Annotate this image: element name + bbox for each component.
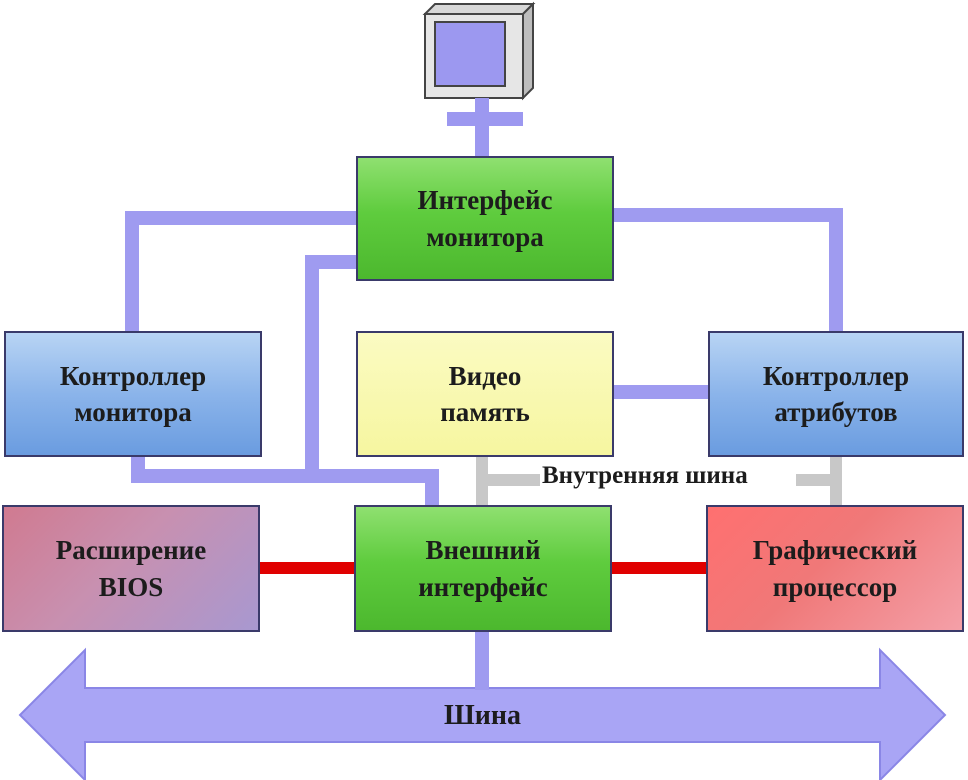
video-memory-block: Видео память <box>356 331 614 457</box>
monitor-interface-line1: Интерфейс <box>417 185 553 216</box>
attribute-controller-block: Контроллер атрибутов <box>708 331 964 457</box>
bios-extension-line1: Расширение <box>55 535 207 566</box>
bios-extension-block: Расширение BIOS <box>2 505 260 632</box>
video-memory-line2: память <box>440 397 530 427</box>
attribute-controller-line1: Контроллер <box>762 360 910 391</box>
monitor-controller-line2: монитора <box>74 397 192 427</box>
graphics-processor-line1: Графический <box>752 535 918 566</box>
internal-bus <box>476 455 842 507</box>
internal-bus-label: Внутренняя шина <box>542 462 748 489</box>
bios-extension-line2: BIOS <box>98 571 164 602</box>
graphics-processor-line2: процессор <box>772 571 898 602</box>
attribute-controller-line2: атрибутов <box>774 397 898 427</box>
bus-label: Шина <box>444 700 522 731</box>
external-interface-block: Внешний интерфейс <box>354 505 612 632</box>
monitor-interface-block: Интерфейс монитора <box>356 156 614 281</box>
external-interface-line2: интерфейс <box>418 571 548 602</box>
external-interface-line1: Внешний <box>425 535 541 566</box>
monitor-interface-line2: монитора <box>426 221 544 252</box>
graphics-processor-block: Графический процессор <box>706 505 964 632</box>
monitor-controller-line1: Контроллер <box>59 360 207 391</box>
bus-arrow <box>18 647 947 780</box>
video-memory-line1: Видео <box>448 360 522 391</box>
monitor-icon <box>422 1 536 158</box>
monitor-controller-block: Контроллер монитора <box>4 331 262 457</box>
wires <box>125 208 843 690</box>
